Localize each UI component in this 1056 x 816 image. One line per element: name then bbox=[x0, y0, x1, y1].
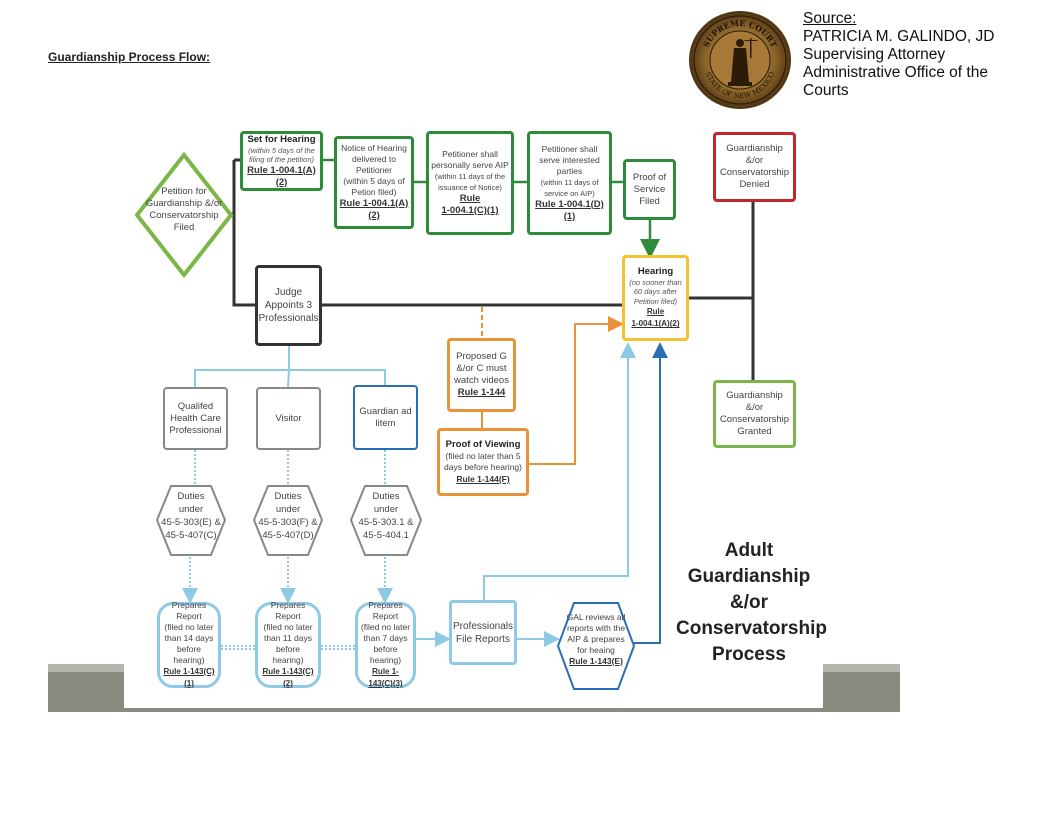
gal-reviews-hexagon bbox=[556, 602, 636, 690]
serve-parties-note: (within 11 days of service on AIP) bbox=[540, 177, 599, 198]
set-hearing-rule: Rule 1-004.1(A)(2) bbox=[247, 164, 316, 188]
petition-diamond bbox=[134, 152, 234, 278]
petition-label: Petition for Guardianship &/or Conservat… bbox=[145, 186, 223, 233]
serve-aip-rule-number: 1-004.1(C)(1) bbox=[441, 205, 499, 216]
duties-1-line-d: 45-5-407(C) bbox=[165, 530, 217, 541]
report-1-title: Prepares Report bbox=[171, 600, 207, 621]
duties-3-line-d: 45-5-404.1 bbox=[363, 530, 409, 541]
hearing-note: (no sooner than 60 days after Petition f… bbox=[629, 277, 682, 306]
duties-3-line-b: under bbox=[373, 504, 399, 515]
notice-rule: Rule 1-004.1(A)(2) bbox=[339, 198, 409, 221]
judge-label: Judge Appoints 3 Professionals bbox=[258, 287, 319, 324]
duties-2-line-c: 45-5-303(F) & bbox=[258, 517, 318, 528]
hearing-box: Hearing (no sooner than 60 days after Pe… bbox=[622, 255, 689, 341]
duties-2-line-b: under bbox=[275, 504, 301, 515]
denied-label: Guardianship &/or Conservatorship Denied bbox=[719, 143, 790, 190]
source-label: Source: bbox=[803, 10, 857, 27]
duties-2-line-a: Duties bbox=[274, 491, 302, 502]
source-role-line3: Courts bbox=[803, 82, 849, 99]
qhcp-box: Qualifed Health Care Professional bbox=[163, 387, 228, 450]
notice-of-hearing-box: Notice of Hearing delivered to Petitione… bbox=[334, 136, 414, 229]
gal-reviews-rule: Rule 1-143(E) bbox=[569, 656, 623, 666]
proof-viewing-rule: Rule 1-144(F) bbox=[456, 474, 510, 484]
title-line-3: &/or bbox=[730, 592, 768, 613]
qhcp-label: Qualifed Health Care Professional bbox=[169, 400, 222, 436]
report-2-title: Prepares Report bbox=[270, 600, 306, 621]
report-3-title: Prepares Report bbox=[368, 600, 403, 621]
report-3-rule: Rule 1-143(C)(3) bbox=[368, 667, 403, 688]
title-line-1: Adult bbox=[724, 540, 774, 561]
proof-viewing-note: (filed no later than 5 days before heari… bbox=[444, 451, 522, 472]
visitor-label: Visitor bbox=[275, 412, 302, 424]
page-heading: Guardianship Process Flow: bbox=[48, 50, 211, 64]
source-name: PATRICIA M. GALINDO, JD bbox=[803, 28, 995, 45]
gal-reviews-text: GAL reviews all reports with the AIP & p… bbox=[566, 612, 626, 667]
title-line-2: Guardianship bbox=[687, 566, 811, 587]
duties-text-1: Duties under 45-5-303(E) & 45-5-407(C) bbox=[155, 490, 227, 542]
duties-hexagon-3 bbox=[349, 485, 423, 556]
visitor-box: Visitor bbox=[256, 387, 321, 450]
file-reports-label: Professionals File Reports bbox=[452, 620, 514, 645]
serve-aip-text: Petitioner shall personally serve AIP bbox=[431, 149, 509, 170]
report-2-note: (filed no later than 11 days before hear… bbox=[263, 622, 313, 665]
diagram-title: Adult Guardianship &/or Conservatorship … bbox=[676, 538, 827, 668]
serve-aip-rule-label: Rule bbox=[459, 193, 481, 204]
proof-viewing-title: Proof of Viewing bbox=[445, 439, 521, 450]
serve-aip-box: Petitioner shall personally serve AIP (w… bbox=[426, 131, 514, 235]
file-reports-box: Professionals File Reports bbox=[449, 600, 517, 665]
duties-1-line-a: Duties bbox=[177, 491, 205, 502]
source-role-line1: Supervising Attorney bbox=[803, 46, 946, 63]
report-1-note: (filed no later than 14 days before hear… bbox=[164, 622, 214, 665]
report-2-rule: Rule 1-143(C)(2) bbox=[262, 667, 314, 688]
gal-label: Guardian ad litem bbox=[359, 405, 412, 429]
set-for-hearing-box: Set for Hearing (within 5 days of the fi… bbox=[240, 131, 323, 191]
duties-1-line-b: under bbox=[178, 504, 204, 515]
videos-text: Proposed G &/or C must watch videos bbox=[454, 351, 509, 386]
report-3-note: (filed no later than 7 days before heari… bbox=[360, 622, 411, 665]
title-line-5: Process bbox=[712, 644, 786, 665]
notice-text: Notice of Hearing delivered to Petitione… bbox=[341, 143, 407, 175]
watch-videos-box: Proposed G &/or C must watch videos Rule… bbox=[447, 338, 516, 412]
duties-text-2: Duties under 45-5-303(F) & 45-5-407(D) bbox=[252, 490, 324, 542]
supreme-court-seal: SUPREME COURT STATE OF NEW MEXICO bbox=[689, 11, 791, 109]
proof-of-service-box: Proof of Service Filed bbox=[623, 159, 676, 220]
title-line-4: Conservatorship bbox=[676, 618, 827, 639]
gal-reviews-label: GAL reviews all reports with the AIP & p… bbox=[566, 612, 626, 655]
source-role-line2: Administrative Office of the bbox=[803, 64, 988, 81]
duties-3-line-c: 45-5-303.1 & bbox=[358, 517, 414, 528]
report-box-2: Prepares Report (filed no later than 11 … bbox=[255, 600, 321, 688]
notice-note: (within 5 days of Petion filed) bbox=[343, 176, 405, 197]
videos-rule: Rule 1-144 bbox=[457, 387, 506, 398]
proof-of-service-label: Proof of Service Filed bbox=[632, 171, 667, 207]
hearing-rule-label: Rule bbox=[646, 307, 665, 317]
duties-hexagon-2 bbox=[252, 485, 324, 556]
duties-text-3: Duties under 45-5-303.1 & 45-5-404.1 bbox=[349, 490, 423, 542]
hearing-rule-number: 1-004.1(A)(2) bbox=[631, 319, 680, 329]
source-credit: Source: PATRICIA M. GALINDO, JD Supervis… bbox=[803, 10, 994, 100]
duties-hexagon-1 bbox=[155, 485, 227, 556]
denied-box: Guardianship &/or Conservatorship Denied bbox=[713, 132, 796, 202]
serve-parties-rule: Rule 1-004.1(D)(1) bbox=[535, 198, 604, 222]
serve-parties-text: Petitioner shall serve interested partie… bbox=[539, 143, 600, 176]
gal-box: Guardian ad litem bbox=[353, 385, 418, 450]
judge-appoints-box: Judge Appoints 3 Professionals bbox=[255, 265, 322, 346]
granted-box: Guardianship &/or Conservatorship Grante… bbox=[713, 380, 796, 448]
report-box-1: Prepares Report (filed no later than 14 … bbox=[157, 600, 221, 688]
duties-3-line-a: Duties bbox=[372, 491, 400, 502]
hearing-title: Hearing bbox=[637, 265, 674, 277]
report-1-rule: Rule 1-143(C)(1) bbox=[163, 667, 215, 688]
serve-parties-box: Petitioner shall serve interested partie… bbox=[527, 131, 612, 235]
proof-of-viewing-box: Proof of Viewing (filed no later than 5 … bbox=[437, 428, 529, 496]
set-hearing-title: Set for Hearing bbox=[247, 133, 316, 145]
serve-aip-note: (within 11 days of the issuance of Notic… bbox=[434, 172, 506, 192]
set-hearing-note: (within 5 days of the filing of the peti… bbox=[248, 145, 315, 165]
duties-2-line-d: 45-5-407(D) bbox=[262, 530, 314, 541]
granted-label: Guardianship &/or Conservatorship Grante… bbox=[719, 390, 790, 437]
report-box-3: Prepares Report (filed no later than 7 d… bbox=[355, 600, 416, 688]
duties-1-line-c: 45-5-303(E) & bbox=[161, 517, 221, 528]
